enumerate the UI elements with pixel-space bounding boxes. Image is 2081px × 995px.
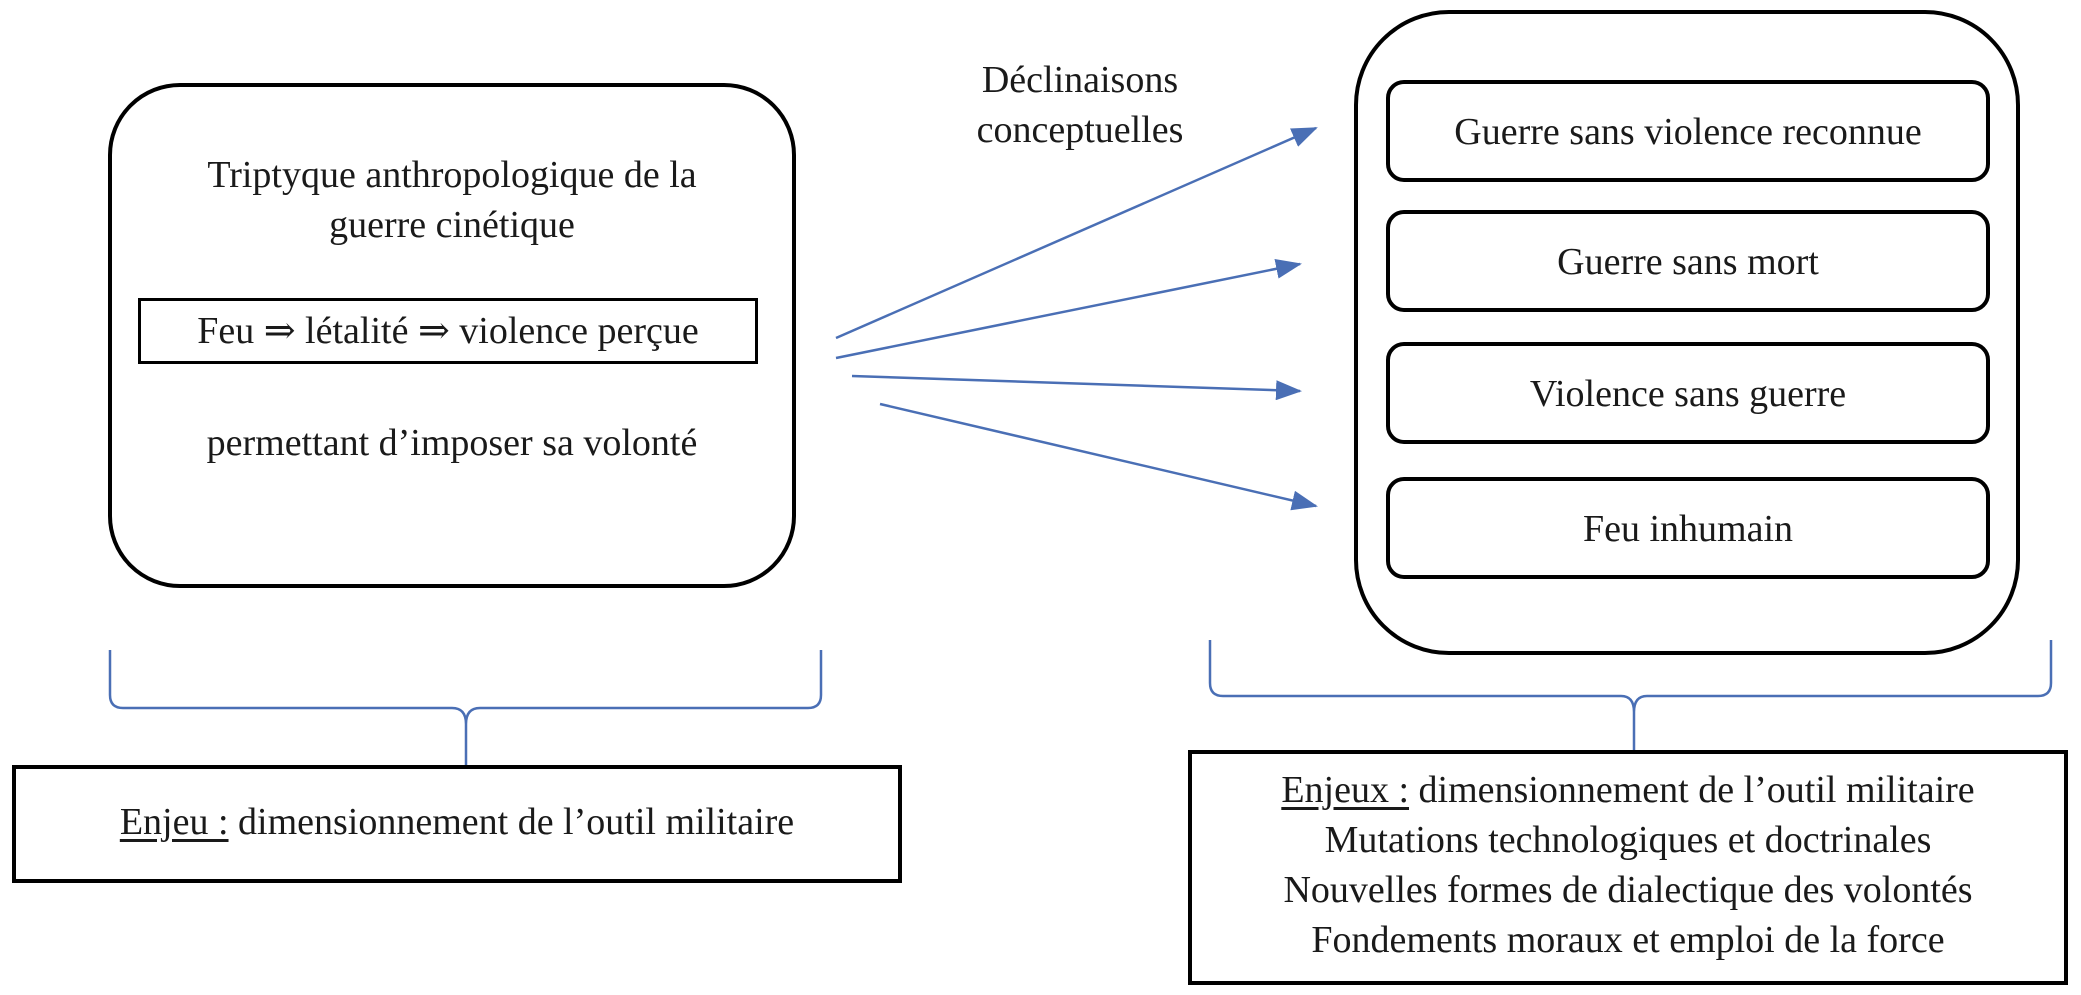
stakes-line-4: Fondements moraux et emploi de la force <box>1311 919 1945 961</box>
left-brace <box>108 650 823 765</box>
stakes-value-1: dimensionnement de l’outil militaire <box>1409 769 1975 811</box>
stake-box-left <box>12 765 902 883</box>
arrow-label: Déclinaisons conceptuelles <box>900 55 1260 155</box>
item-box-3 <box>1386 342 1990 444</box>
item-text-3: Violence sans guerre <box>1529 373 1847 415</box>
arrow-label-line2: conceptuelles <box>976 109 1184 151</box>
arrow-4 <box>879 402 1318 511</box>
arrow-1 <box>835 126 1318 340</box>
stakes-line-3: Nouvelles formes de dialectique des volo… <box>1283 869 1973 911</box>
stakes-text-right: Enjeux : dimensionnement de l’outil mili… <box>1188 765 2068 965</box>
right-brace <box>1208 640 2053 750</box>
stake-label-left: Enjeu : <box>119 801 229 843</box>
stakes-box-right <box>1188 750 2068 985</box>
item-text-1: Guerre sans violence reconnue <box>1454 111 1922 153</box>
item-box-4 <box>1386 477 1990 579</box>
item-text-4: Feu inhumain <box>1582 508 1794 550</box>
item-box-1 <box>1386 80 1990 182</box>
formula-box <box>138 298 758 364</box>
kinetic-war-title-line1: Triptyque anthropologique de la <box>207 154 697 196</box>
conceptual-variants-box <box>1354 10 2020 655</box>
stakes-line-1: Enjeux : dimensionnement de l’outil mili… <box>1188 765 2068 815</box>
kinetic-war-subtitle: permettant d’imposer sa volonté <box>206 422 698 464</box>
item-text-2: Guerre sans mort <box>1557 241 1819 283</box>
kinetic-war-title-line2: guerre cinétique <box>329 204 575 246</box>
stakes-line-2: Mutations technologiques et doctrinales <box>1324 819 1932 861</box>
stake-value-left: dimensionnement de l’outil militaire <box>228 801 795 843</box>
stake-text-left: Enjeu : dimensionnement de l’outil milit… <box>12 797 902 847</box>
arrow-3 <box>851 374 1302 401</box>
arrow-label-line1: Déclinaisons <box>981 59 1179 101</box>
kinetic-war-box <box>108 83 796 588</box>
stakes-label-right: Enjeux : <box>1281 769 1410 811</box>
arrow-2 <box>835 258 1302 360</box>
formula-text: Feu ⇒ létalité ⇒ violence perçue <box>197 310 699 352</box>
item-box-2 <box>1386 210 1990 312</box>
kinetic-war-title: Triptyque anthropologique de la guerre c… <box>108 150 796 250</box>
